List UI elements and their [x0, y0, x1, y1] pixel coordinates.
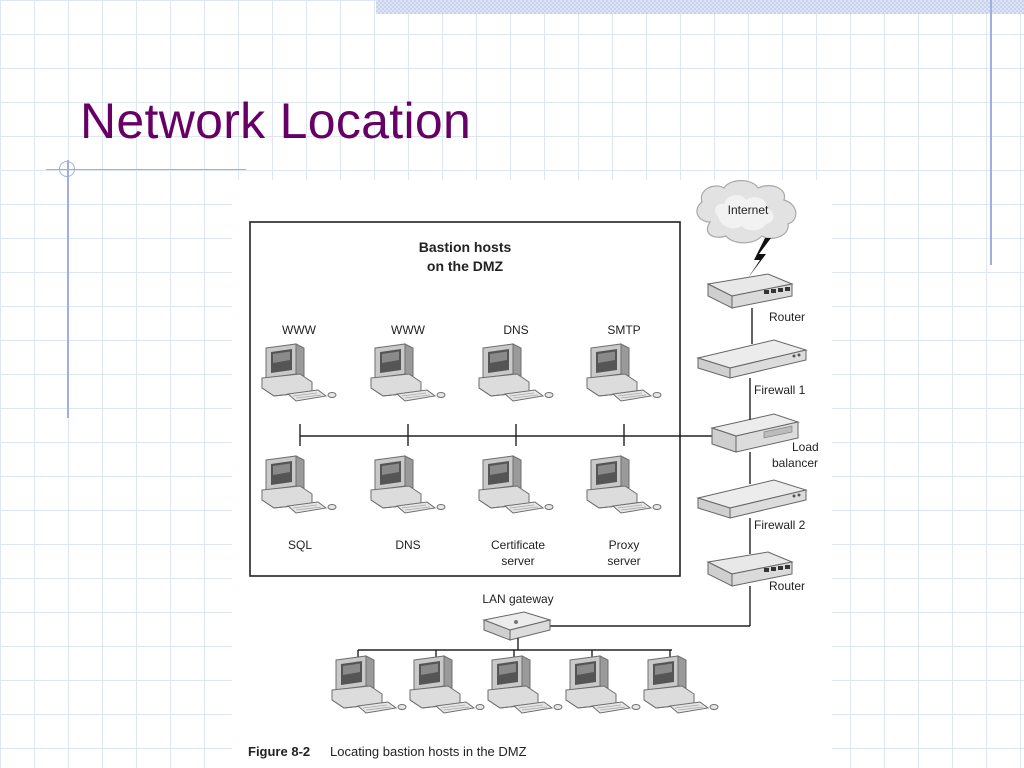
backbone-link — [538, 308, 753, 627]
bottom-host-label-line2: server — [501, 554, 534, 568]
internet-label: Internet — [728, 203, 769, 217]
lan-gateway-label: LAN gateway — [482, 592, 553, 606]
bottom-host-label: DNS — [395, 538, 420, 552]
network-diagram: Bastion hosts on the DMZ WWW WWW DNS SMT… — [248, 180, 819, 759]
lan-gateway-icon — [482, 611, 552, 641]
top-host-label: SMTP — [607, 323, 640, 337]
firewall-icon — [697, 479, 807, 519]
router-top-label: Router — [769, 310, 805, 324]
workstation-icon — [261, 343, 337, 402]
decorative-ring — [59, 161, 75, 177]
firewall1-label: Firewall 1 — [754, 383, 806, 397]
workstation-icon — [565, 655, 641, 714]
dmz-title-line2: on the DMZ — [427, 258, 504, 274]
lightning-bolt-icon — [748, 238, 771, 278]
decorative-vertical-line-right — [990, 0, 992, 265]
network-diagram-figure: Bastion hosts on the DMZ WWW WWW DNS SMT… — [232, 180, 832, 768]
top-host-label: WWW — [391, 323, 426, 337]
slide-title: Network Location — [80, 93, 472, 149]
top-host-label: DNS — [503, 323, 528, 337]
load-balancer-label-line1: Load — [792, 440, 819, 454]
workstation-icon — [586, 455, 662, 514]
decorative-vertical-line-left — [67, 160, 69, 418]
workstation-icon — [331, 655, 407, 714]
workstation-icon — [409, 655, 485, 714]
figure-caption-number: Figure 8-2 — [248, 744, 310, 759]
decorative-horizontal-line — [46, 169, 246, 170]
top-host-label: WWW — [282, 323, 317, 337]
router-bottom-label: Router — [769, 579, 805, 593]
internet-cloud-icon — [696, 180, 797, 244]
dmz-box — [249, 221, 681, 577]
workstation-icon — [370, 455, 446, 514]
workstation-icon — [487, 655, 563, 714]
bottom-host-label: Proxy — [609, 538, 640, 552]
bottom-host-label: SQL — [288, 538, 312, 552]
workstation-icon — [370, 343, 446, 402]
firewall2-label: Firewall 2 — [754, 518, 806, 532]
firewall-icon — [697, 339, 807, 379]
bottom-host-label: Certificate — [491, 538, 545, 552]
workstation-icon — [478, 343, 554, 402]
load-balancer-label-line2: balancer — [772, 456, 818, 470]
figure-caption-text: Locating bastion hosts in the DMZ — [330, 744, 527, 759]
dmz-network-bus — [299, 424, 714, 446]
dmz-title-line1: Bastion hosts — [419, 239, 512, 255]
workstation-icon — [261, 455, 337, 514]
bottom-host-label-line2: server — [607, 554, 640, 568]
workstation-icon — [478, 455, 554, 514]
top-decorative-bar — [376, 0, 1024, 14]
load-balancer-icon — [710, 413, 800, 453]
router-icon — [707, 273, 793, 309]
workstation-icon — [586, 343, 662, 402]
workstation-icon — [643, 655, 719, 714]
